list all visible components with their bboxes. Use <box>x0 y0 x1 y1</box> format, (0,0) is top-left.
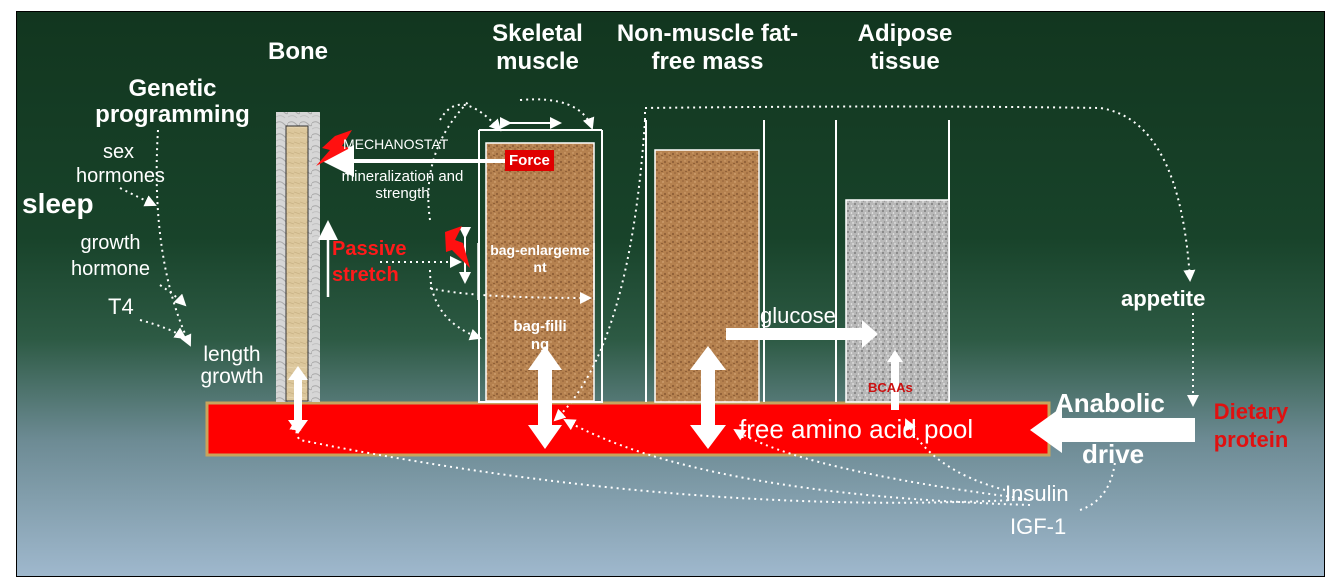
appetite-label: appetite <box>1121 286 1206 311</box>
non-muscle-container <box>645 120 765 402</box>
double-arrow-icon <box>528 346 726 449</box>
passive-stretch-label: Passive stretch <box>332 238 407 286</box>
t4-label: T4 <box>108 294 134 319</box>
bone-column-inner <box>285 125 309 402</box>
bag-enlargement-label: bag-enlargement <box>490 242 590 275</box>
genetic-programming-label: Genetic programming <box>95 75 250 129</box>
non-muscle-header: Non-muscle fat-free mass <box>616 20 799 75</box>
lightning-bolt-icon <box>445 226 470 268</box>
bag-filling-label: bag-filling <box>513 318 567 353</box>
sleep-label: sleep <box>22 188 94 219</box>
dietary-protein-label: Dietary protein <box>1213 399 1289 452</box>
growth-hormone-label: growth hormone <box>71 232 150 280</box>
anabolic-label: Anabolic <box>1055 388 1165 418</box>
anabolic-drive-arrow <box>1030 407 1195 453</box>
double-arrow-icon <box>288 366 308 434</box>
igf1-label: IGF-1 <box>1010 514 1067 539</box>
skeletal-muscle-header: Skeletal muscle <box>492 20 583 75</box>
mineralization-label: mineralization and strength <box>341 168 464 203</box>
drive-label: drive <box>1082 439 1145 469</box>
bcaas-label: BCAAs <box>868 380 913 395</box>
mechanostat-label: MECHANOSTAT <box>343 136 449 152</box>
insulin-label: Insulin <box>1005 481 1069 506</box>
sex-hormones-label: sex hormones <box>76 141 165 187</box>
adipose-header: Adipose tissue <box>857 20 953 75</box>
bone-header: Bone <box>268 38 328 65</box>
glucose-label: glucose <box>760 303 836 328</box>
dotted-arrow-icon <box>119 98 1199 511</box>
length-growth-label: length growth <box>200 343 264 389</box>
free-amino-acid-pool-label: free amino acid pool <box>739 414 974 444</box>
force-label: Force <box>505 150 554 171</box>
lightning-bolt-icon <box>316 130 352 166</box>
glucose-arrow <box>726 320 878 348</box>
